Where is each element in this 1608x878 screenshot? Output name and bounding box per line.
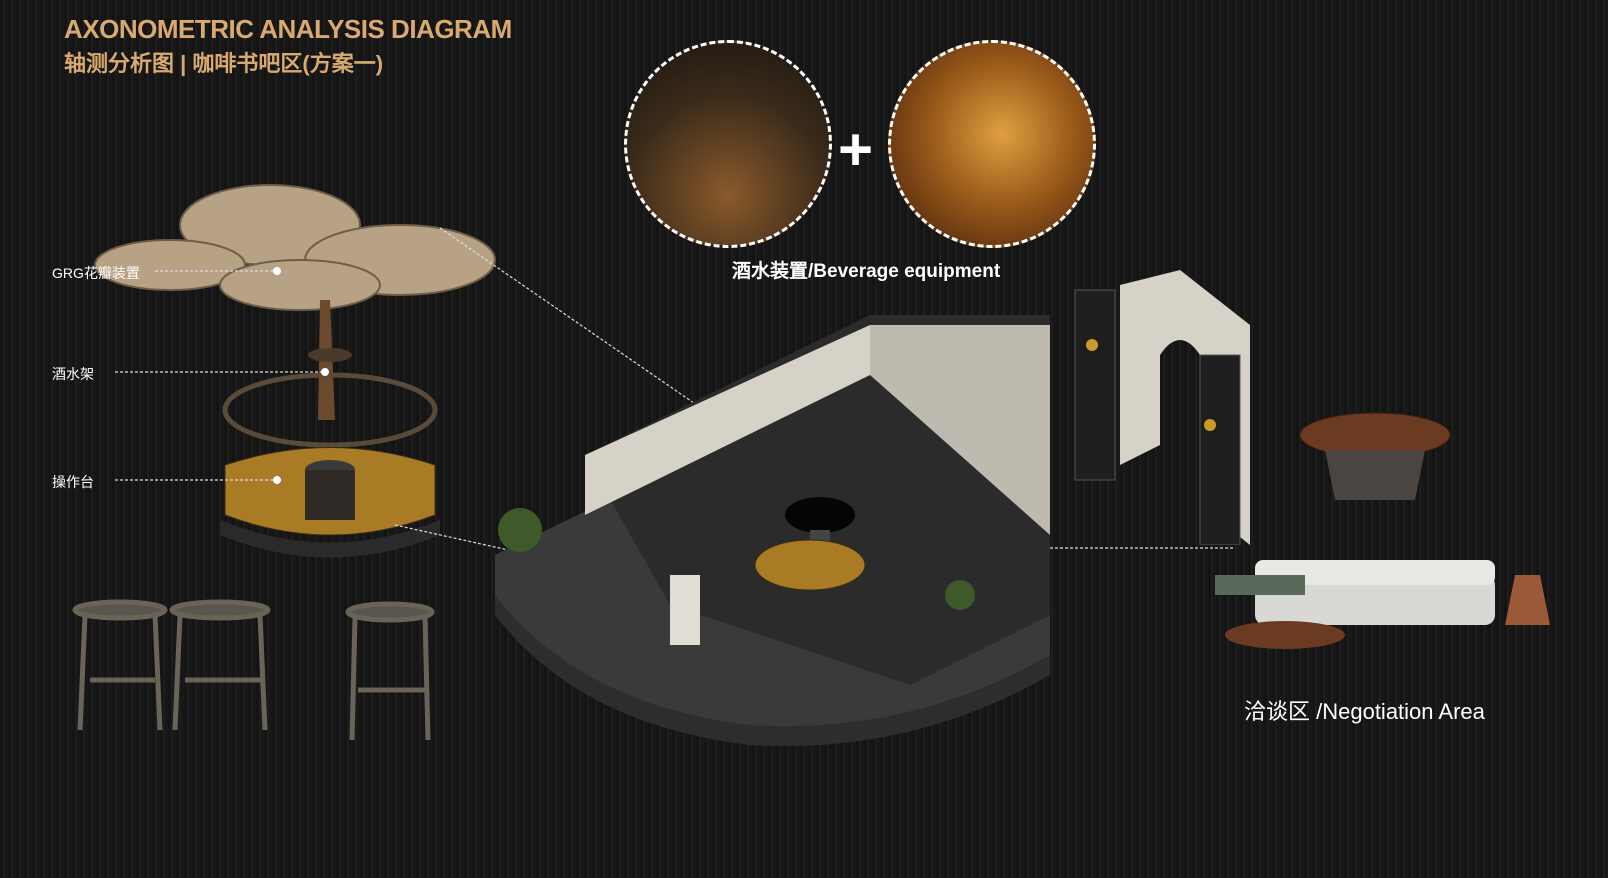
bar-stools	[72, 599, 435, 741]
page-title: AXONOMETRIC ANALYSIS DIAGRAM	[64, 14, 512, 44]
beverage-photo-glass-shelf	[888, 40, 1096, 248]
callout-rack-label: 酒水架	[52, 366, 94, 382]
callout-petal-label: GRG花瓣装置	[52, 265, 140, 281]
negotiation-furniture-illustration	[1215, 412, 1550, 649]
arch-door-illustration	[1074, 270, 1250, 545]
callout-counter-label: 操作台	[52, 474, 94, 490]
page-subtitle: 轴测分析图 | 咖啡书吧区(方案一)	[64, 51, 384, 76]
axonometric-floor-plan	[495, 315, 1050, 747]
beverage-caption: 酒水装置/Beverage equipment	[732, 261, 1001, 282]
plus-icon: +	[838, 116, 874, 183]
negotiation-caption: 洽谈区 /Negotiation Area	[1244, 699, 1485, 724]
petal-installation-illustration	[72, 184, 496, 741]
beverage-photo-wine-wall	[624, 40, 832, 248]
